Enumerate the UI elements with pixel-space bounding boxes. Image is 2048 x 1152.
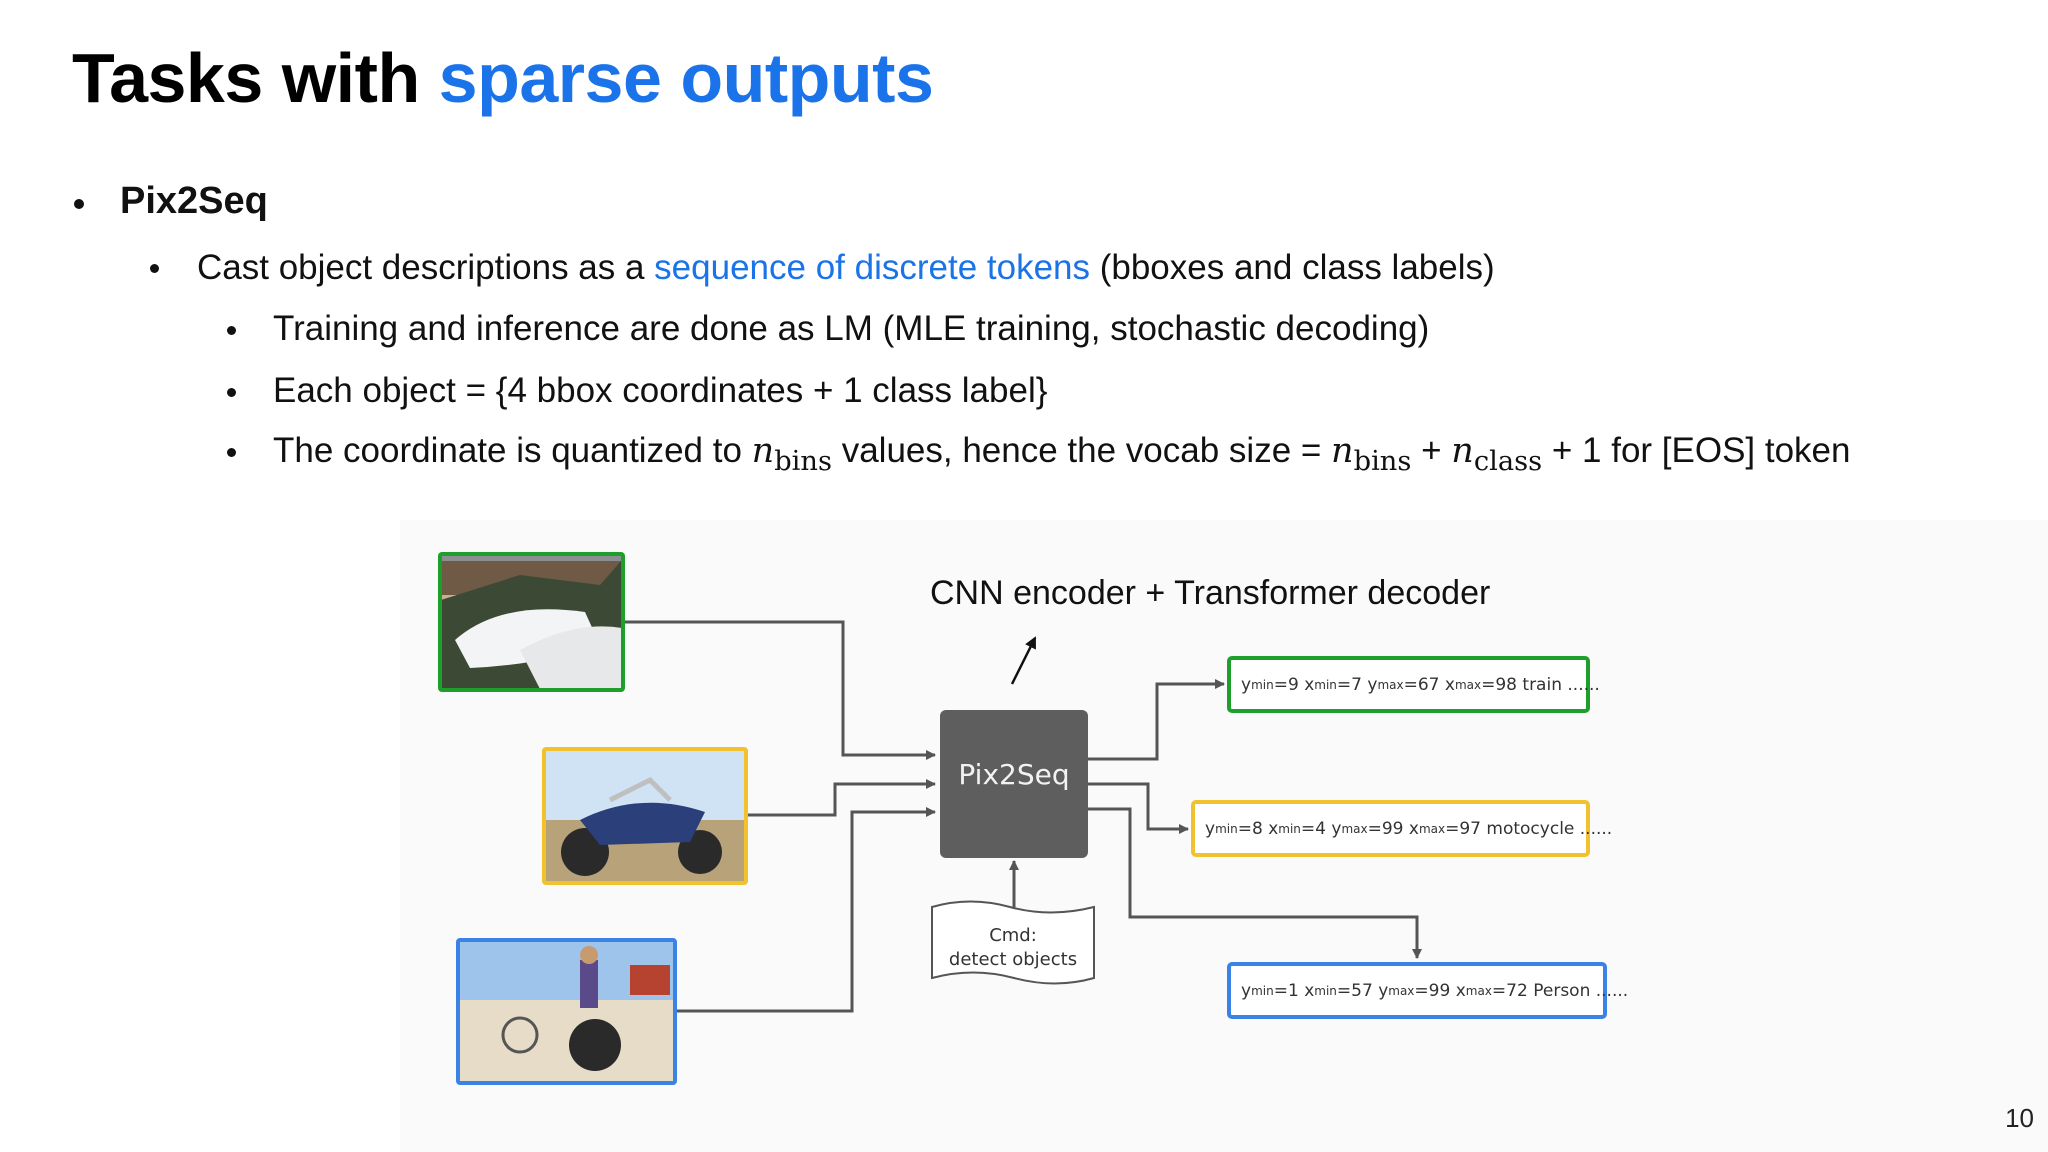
title-accent: sparse outputs: [438, 39, 934, 117]
output-label: train ......: [1522, 674, 1600, 695]
train-image: [438, 552, 625, 692]
person-image-art: [459, 941, 674, 1082]
math-n-class: nclass: [1451, 431, 1543, 477]
output-label: motocycle ......: [1486, 818, 1613, 839]
cmd-line: Cmd:: [989, 925, 1037, 946]
motorcycle-image-art: [545, 750, 745, 882]
slide-title: Tasks with sparse outputs: [72, 38, 934, 118]
bullet-text: + 1 for [EOS] token: [1542, 431, 1851, 470]
train-image-art: [441, 555, 622, 689]
page-number: 10: [2005, 1103, 2034, 1133]
math-n-bins: nbins: [751, 431, 832, 477]
bullet-training: Training and inference are done as LM (M…: [273, 309, 1430, 348]
title-prefix: Tasks with: [72, 39, 439, 117]
connector-person-to-model: [677, 807, 936, 1013]
connector-model-to-person-output: [1088, 807, 1422, 959]
bullet-text: (bboxes and class labels): [1090, 248, 1495, 287]
bullet-dot: [227, 388, 236, 397]
bullet-dot: [227, 326, 236, 335]
bullet-text: +: [1411, 431, 1452, 470]
bullet-quantized: The coordinate is quantized to nbins val…: [273, 431, 1851, 477]
bullet-cast-objects: Cast object descriptions as a sequence o…: [197, 248, 1495, 288]
connector-motorcycle-to-model: [747, 779, 936, 817]
bullet-text: values, hence the vocab size =: [831, 431, 1332, 470]
bullet-text: Cast object descriptions as a: [197, 248, 655, 287]
bullet-dot: [150, 264, 159, 273]
math-n-bins: nbins: [1331, 431, 1412, 477]
bullet-accent-text: sequence of discrete tokens: [654, 248, 1090, 287]
motorcycle-image: [542, 747, 748, 885]
person-image: [456, 938, 677, 1085]
bullet-dot: [227, 448, 236, 457]
output-label: Person ......: [1533, 980, 1629, 1001]
bullet-each-object: Each object = {4 bbox coordinates + 1 cl…: [273, 371, 1048, 410]
diagram-caption: CNN encoder + Transformer decoder: [930, 574, 1491, 612]
cmd-line: detect objects: [948, 949, 1078, 970]
caption-pointer-arrow: [1010, 636, 1037, 685]
cmd-label: Cmd: detect objects: [932, 924, 1094, 972]
model-label: Pix2Seq: [958, 758, 1070, 791]
connector-model-to-train-output: [1088, 679, 1225, 761]
connector-train-to-model: [624, 620, 936, 760]
connector-model-to-motorcycle-output: [1088, 782, 1189, 834]
pix2seq-model-box: [940, 710, 1088, 858]
bullet-text: The coordinate is quantized to: [273, 431, 752, 470]
cmd-document-shape: [931, 900, 1095, 985]
bullet-dot: [74, 199, 84, 209]
bullet-pix2seq: Pix2Seq: [120, 180, 268, 222]
